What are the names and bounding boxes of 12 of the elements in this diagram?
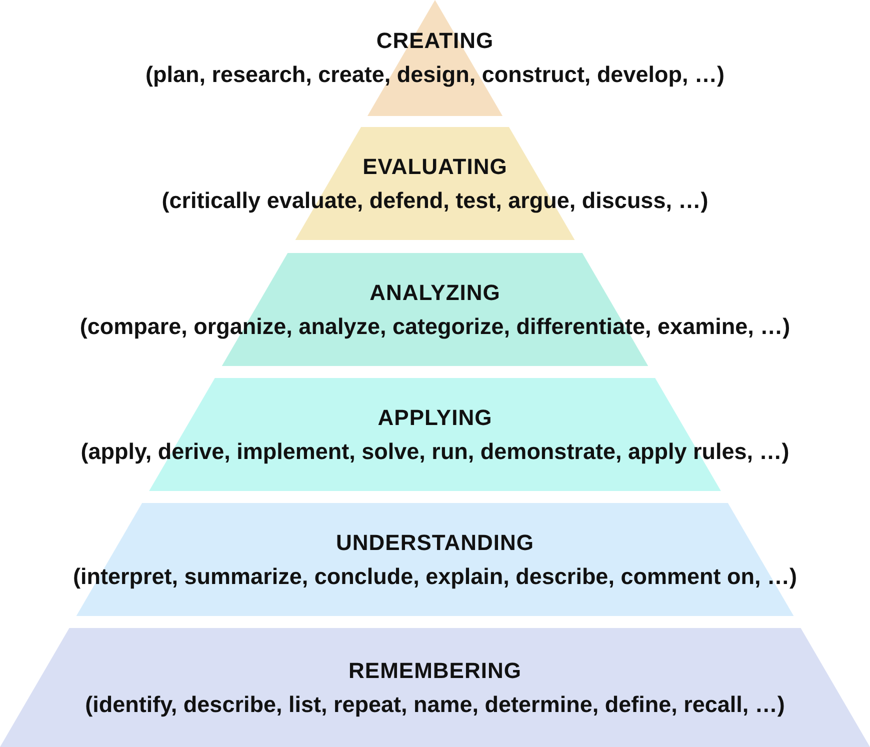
level-verbs: (identify, describe, list, repeat, name, determine, define, recall, …) [85, 690, 785, 718]
level-verbs: (interpret, summarize, conclude, explain, describe, comment on, …) [73, 562, 797, 590]
level-verbs: (apply, derive, implement, solve, run, demonstrate, apply rules, …) [80, 438, 790, 466]
level-verbs: (compare, organize, analyze, categorize, differentiate, examine, …) [80, 312, 790, 340]
level-heading: REMEMBERING [348, 656, 522, 684]
level-heading: EVALUATING [362, 152, 508, 180]
level-heading: APPLYING [378, 404, 492, 432]
level-verbs: (critically evaluate, defend, test, argue, discuss, …) [162, 186, 708, 214]
level-heading: ANALYZING [370, 278, 500, 306]
level-verbs: (plan, research, create, design, construct, develop, …) [146, 61, 724, 89]
level-heading: CREATING [376, 27, 494, 55]
level-heading: UNDERSTANDING [336, 528, 534, 556]
